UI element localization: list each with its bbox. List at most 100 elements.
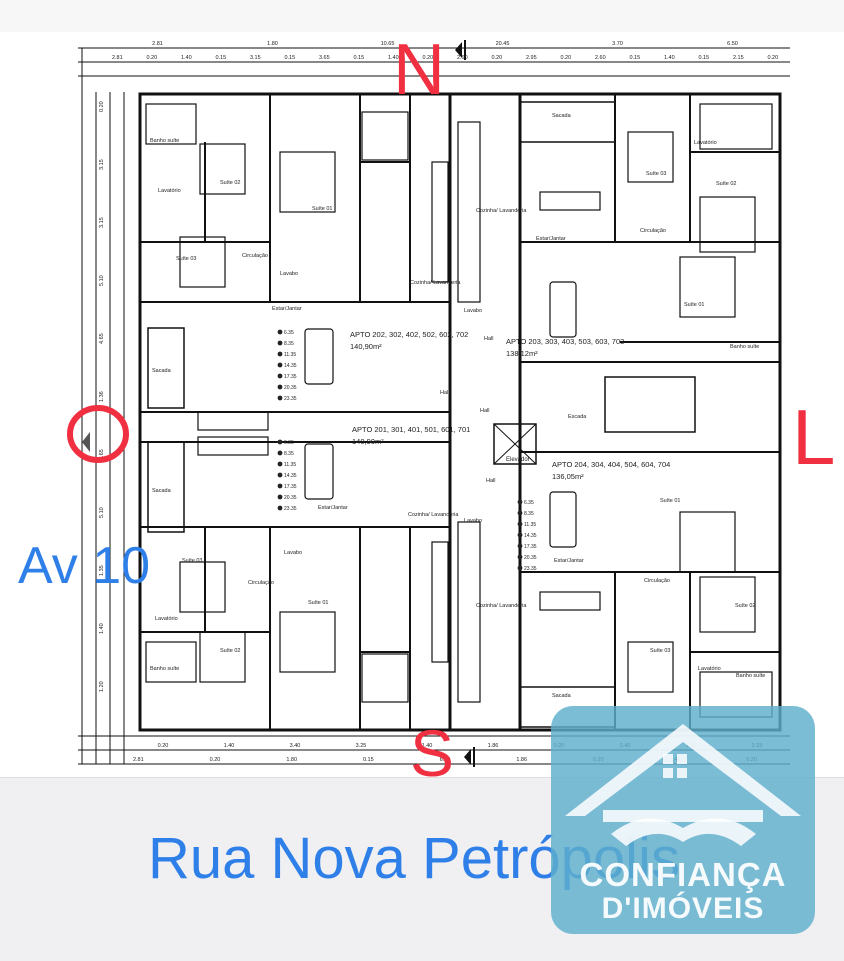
dimension-label: 3.40 xyxy=(290,743,301,749)
dimension-label: 1.40 xyxy=(181,55,192,61)
dimension-label: 0.20 xyxy=(422,55,433,61)
room-cozinha-nw: Cozinha/ Lavanderia xyxy=(410,280,461,286)
dimension-label: 2.81 xyxy=(152,41,163,47)
room-lavabo-ne: Lavabo xyxy=(464,308,482,314)
level-dot xyxy=(517,565,523,571)
room-suite-03-sw: Suíte 03 xyxy=(182,558,203,564)
dimension-labels: 2.81 1.80 10.65 20.45 3.70 6.50 2.81 0.20 1.40 0.… xyxy=(99,41,778,763)
level-dot xyxy=(277,505,283,511)
level-label: 11.35 xyxy=(524,522,536,528)
dimension-label: 1.40 xyxy=(224,743,235,749)
dimension-label: 2.15 xyxy=(733,55,744,61)
dimension-label: 3.70 xyxy=(612,41,623,47)
room-cozinha-ne: Cozinha/ Lavanderia xyxy=(476,208,527,214)
level-label: 23.35 xyxy=(284,506,297,512)
compass-east: L xyxy=(792,393,836,481)
dimension-label: 20.45 xyxy=(496,41,510,47)
watermark-line-2: D'IMÓVEIS xyxy=(601,892,765,925)
room-sacada-se: Sacada xyxy=(552,693,572,699)
room-lavatorio-se: Lavatório xyxy=(698,666,721,672)
dimension-label: 1.80 xyxy=(267,41,278,47)
dimension-label: 1.40 xyxy=(664,55,675,61)
dimension-label: 1.86 xyxy=(516,757,527,763)
level-dot xyxy=(277,450,283,456)
room-estar-ne: Estar/Jantar xyxy=(536,236,566,242)
apt-sw-area: 140,90m² xyxy=(352,437,384,446)
level-dot xyxy=(517,554,523,560)
dimension-label: 2.81 xyxy=(112,55,123,61)
dimension-label: 0.15 xyxy=(215,55,226,61)
dimension-label: 3.25 xyxy=(356,743,367,749)
room-circulacao-nw: Circulação xyxy=(242,253,268,259)
section-marker-b-bottom xyxy=(464,747,475,767)
section-marker-a xyxy=(82,432,90,452)
room-banho-nw: Banho suíte xyxy=(150,138,179,144)
dimension-label: 0.20 xyxy=(491,55,502,61)
level-dot xyxy=(277,472,283,478)
level-label: 8.35 xyxy=(284,451,294,457)
apt-se-label: APTO 204, 304, 404, 504, 604, 704 xyxy=(552,460,670,469)
dimension-label: 0.15 xyxy=(629,55,640,61)
level-label: 6.35 xyxy=(284,440,294,446)
dimension-label: 3.15 xyxy=(99,217,105,228)
level-dot xyxy=(277,439,283,445)
room-sacada-ne: Sacada xyxy=(552,113,572,119)
room-banho-se: Banho suíte xyxy=(736,673,765,679)
dimension-label: 1.20 xyxy=(99,681,105,692)
room-escada: Escada xyxy=(568,414,587,420)
watermark-logo: CONFIANÇA D'IMÓVEIS xyxy=(551,706,815,934)
dimension-label: 5.10 xyxy=(99,275,105,286)
room-lavatorio-nw: Lavatório xyxy=(158,188,181,194)
room-banho-ne: Banho suíte xyxy=(730,344,759,350)
dimension-label: 3.15 xyxy=(250,55,261,61)
apt-ne-label: APTO 203, 303, 403, 503, 603, 703 xyxy=(506,337,624,346)
room-elevador: Elevador xyxy=(506,457,530,463)
level-label: 14.35 xyxy=(284,473,297,479)
level-label: 11.35 xyxy=(284,462,296,468)
dimension-label: 0.20 xyxy=(99,101,105,112)
dimension-label: 6.50 xyxy=(727,41,738,47)
level-dot xyxy=(277,461,283,467)
level-dot xyxy=(277,340,283,346)
room-sacada-sw: Sacada xyxy=(152,488,172,494)
level-label: 8.35 xyxy=(524,511,534,517)
room-estar-sw: Estar/Jantar xyxy=(318,505,348,511)
level-label: 11.35 xyxy=(284,352,296,358)
room-estar-nw: Estar/Jantar xyxy=(272,306,302,312)
room-banho-sw: Banho suíte xyxy=(150,666,179,672)
room-suite-02-ne: Suíte 02 xyxy=(716,181,737,187)
apt-se-area: 136,05m² xyxy=(552,472,584,481)
level-label: 8.35 xyxy=(284,341,294,347)
room-lavabo-se: Lavabo xyxy=(464,518,482,524)
apt-sw-label: APTO 201, 301, 401, 501, 601, 701 xyxy=(352,425,470,434)
room-lavabo-sw: Lavabo xyxy=(284,550,302,556)
dimension-label: 6.70 xyxy=(440,757,451,763)
dimension-label: 2.60 xyxy=(595,55,606,61)
dimension-label: 4.65 xyxy=(99,449,105,460)
room-suite-03-se: Suíte 03 xyxy=(650,648,671,654)
room-estar-se: Estar/Jantar xyxy=(554,558,584,564)
watermark-line-1: CONFIANÇA xyxy=(579,856,787,893)
room-suite-01-se: Suíte 01 xyxy=(660,498,681,504)
dimension-label: 0.15 xyxy=(698,55,709,61)
dimension-label: 1.86 xyxy=(488,743,499,749)
dimension-label: 0.15 xyxy=(353,55,364,61)
room-hall-s: Hall xyxy=(486,478,495,484)
level-label: 6.35 xyxy=(284,330,294,336)
level-dot xyxy=(517,499,523,505)
apt-nw-area: 140,90m² xyxy=(350,342,382,351)
compass-south: S xyxy=(410,716,455,790)
level-label: 23.35 xyxy=(284,396,297,402)
top-toolbar-strip xyxy=(0,0,844,33)
room-suite-03-nw: Suíte 03 xyxy=(176,256,197,262)
dimension-label: 1.36 xyxy=(99,391,105,402)
dimension-label: 10.65 xyxy=(381,41,395,47)
dimension-label: 2.95 xyxy=(526,55,537,61)
room-suite-01-sw: Suíte 01 xyxy=(308,600,329,606)
room-suite-02-nw: Suíte 02 xyxy=(220,180,241,186)
room-circulacao-se: Circulação xyxy=(644,578,670,584)
room-cozinha-sw: Cozinha/ Lavanderia xyxy=(408,512,459,518)
dimension-label: 1.40 xyxy=(422,743,433,749)
dimension-lines xyxy=(78,47,790,765)
level-dot xyxy=(277,384,283,390)
